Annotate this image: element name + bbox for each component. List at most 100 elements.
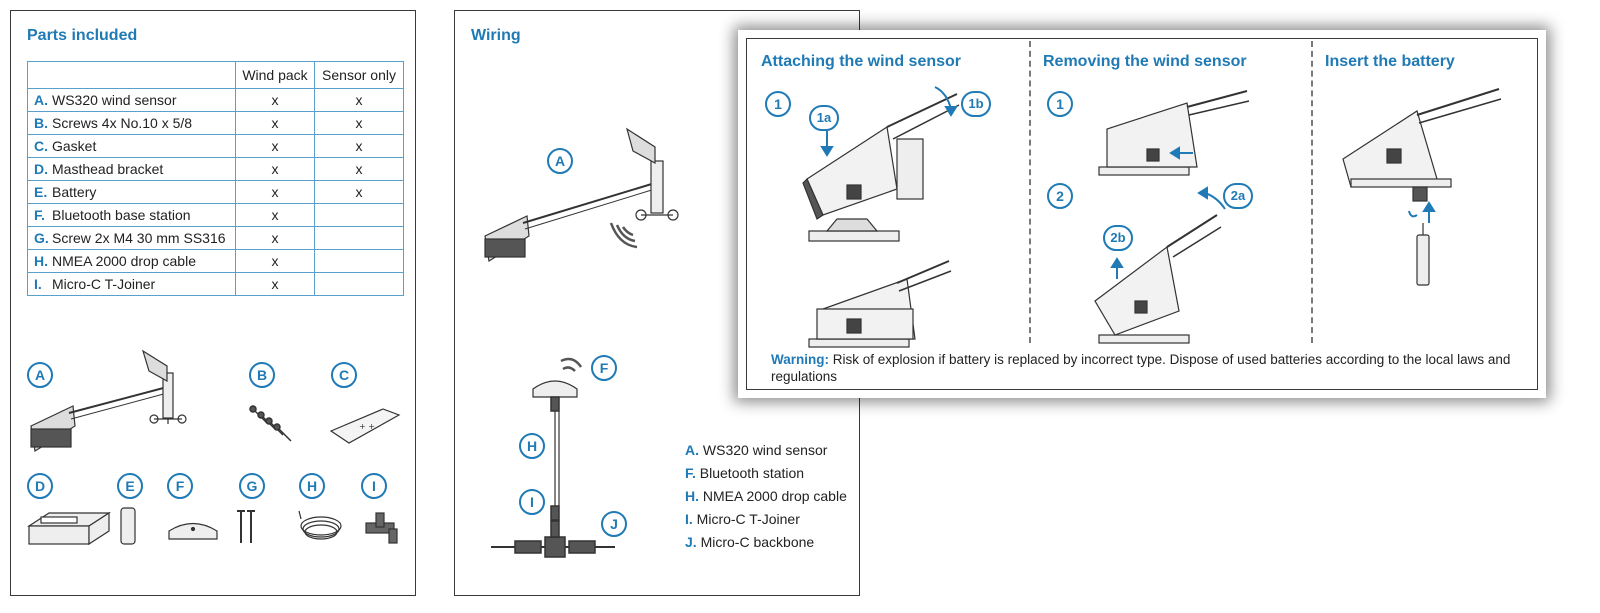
remove-step-2b-callout: 2b bbox=[1103, 225, 1133, 251]
part-name-cell: F.Bluetooth base station bbox=[27, 203, 236, 227]
step-1a-callout: 1a bbox=[809, 105, 839, 131]
battery-illustration bbox=[120, 507, 136, 545]
wiring-title: Wiring bbox=[471, 27, 521, 44]
part-letter: D. bbox=[34, 161, 48, 177]
bluetooth-station-illustration bbox=[168, 522, 218, 540]
curved-arrow-icon bbox=[934, 86, 958, 117]
instruction-illustrations bbox=[802, 86, 1502, 348]
part-name-cell: B.Screws 4x No.10 x 5/8 bbox=[27, 111, 236, 135]
wireless-signal-icon bbox=[609, 222, 638, 249]
legend-item: I. Micro-C T-Joiner bbox=[685, 511, 800, 527]
instructions-frame: Attaching the wind sensor Removing the w… bbox=[746, 38, 1538, 390]
part-name: Masthead bracket bbox=[52, 161, 164, 177]
m4-screws-illustration bbox=[237, 510, 255, 543]
part-name-cell: I. Micro-C T-Joiner bbox=[27, 272, 236, 296]
wind-pack-mark: x bbox=[235, 111, 315, 135]
parts-panel: Parts included Wind pack Sensor only A.W… bbox=[10, 10, 416, 596]
wiring-callout-j: J bbox=[601, 511, 627, 537]
warning-label: Warning: bbox=[771, 352, 829, 367]
gasket-illustration: + + bbox=[329, 408, 401, 444]
part-name: NMEA 2000 drop cable bbox=[52, 253, 196, 269]
battery-warning: Warning: Risk of explosion if battery is… bbox=[771, 351, 1531, 385]
curved-arrow-icon bbox=[1197, 186, 1226, 210]
battery-insert-illustration bbox=[1342, 88, 1502, 286]
legend-item: J. Micro-C backbone bbox=[685, 534, 815, 550]
header-wind-pack: Wind pack bbox=[235, 61, 315, 89]
part-name-cell: H.NMEA 2000 drop cable bbox=[27, 249, 236, 273]
attach-sensor-illustration bbox=[802, 93, 960, 242]
table-row: I. Micro-C T-Joiner x bbox=[27, 272, 404, 296]
left-arrow-icon bbox=[1169, 146, 1193, 160]
callout-g: G bbox=[239, 473, 265, 499]
part-name-cell: D.Masthead bracket bbox=[27, 157, 236, 181]
part-name: Battery bbox=[52, 184, 97, 200]
part-letter: G. bbox=[34, 230, 49, 246]
lift-sensor-illustration bbox=[1094, 214, 1222, 344]
parts-table: Wind pack Sensor only A.WS320 wind senso… bbox=[27, 61, 404, 296]
part-name: Gasket bbox=[52, 138, 97, 154]
wiring-callout-i: I bbox=[519, 489, 545, 515]
callout-f: F bbox=[167, 473, 193, 499]
callout-i: I bbox=[361, 473, 387, 499]
callout-e: E bbox=[117, 473, 143, 499]
legend-item: H. NMEA 2000 drop cable bbox=[685, 488, 847, 504]
remove-title: Removing the wind sensor bbox=[1043, 53, 1247, 70]
wiring-callout-a: A bbox=[547, 148, 573, 174]
part-name: Bluetooth base station bbox=[52, 207, 191, 223]
callout-b: B bbox=[249, 362, 275, 388]
svg-text:+ +: + + bbox=[359, 422, 375, 431]
drop-cable-illustration bbox=[550, 396, 560, 521]
bluetooth-signal-icon bbox=[560, 357, 583, 372]
callout-c: C bbox=[331, 362, 357, 388]
wiring-bluetooth-station-illustration bbox=[532, 380, 578, 398]
part-name-cell: C.Gasket bbox=[27, 134, 236, 158]
part-name: Screws 4x No.10 x 5/8 bbox=[52, 115, 193, 131]
part-letter: I. bbox=[34, 276, 42, 292]
part-letter: H. bbox=[34, 253, 48, 269]
legend-item: F. Bluetooth station bbox=[685, 465, 805, 481]
up-arrow-icon bbox=[1110, 257, 1124, 279]
backbone-illustration bbox=[491, 520, 615, 558]
wind-pack-mark: x bbox=[235, 272, 315, 296]
part-letter: A. bbox=[34, 92, 48, 108]
part-name-cell: A.WS320 wind sensor bbox=[27, 88, 236, 112]
callout-h: H bbox=[299, 473, 325, 499]
sensor-only-mark bbox=[314, 272, 404, 296]
screws-illustration bbox=[249, 405, 292, 442]
section-divider bbox=[1311, 41, 1313, 343]
battery-arrow-icon bbox=[1408, 201, 1436, 223]
part-name: Micro-C T-Joiner bbox=[52, 276, 156, 292]
wind-pack-mark: x bbox=[235, 203, 315, 227]
wiring-callout-h: H bbox=[519, 433, 545, 459]
step-1-callout: 1 bbox=[765, 91, 791, 117]
sensor-only-mark: x bbox=[314, 88, 404, 112]
legend-item: A. WS320 wind sensor bbox=[685, 442, 828, 458]
wind-pack-mark: x bbox=[235, 157, 315, 181]
bracket-illustration bbox=[26, 511, 112, 546]
header-blank bbox=[27, 61, 236, 89]
table-header-row: Wind pack Sensor only bbox=[27, 61, 404, 89]
sensor-only-mark bbox=[314, 249, 404, 273]
sensor-only-mark bbox=[314, 203, 404, 227]
remove-sensor-illustration bbox=[1098, 90, 1250, 176]
part-name-cell: E.Battery bbox=[27, 180, 236, 204]
sensor-only-mark: x bbox=[314, 134, 404, 158]
instructions-overlay: Attaching the wind sensor Removing the w… bbox=[738, 30, 1546, 398]
down-arrow-icon bbox=[820, 131, 834, 157]
cable-coil-illustration bbox=[298, 510, 342, 540]
part-name: WS320 wind sensor bbox=[52, 92, 177, 108]
part-letter: B. bbox=[34, 115, 48, 131]
callout-d: D bbox=[27, 473, 53, 499]
warning-text: Risk of explosion if battery is replaced… bbox=[771, 352, 1511, 384]
battery-title: Insert the battery bbox=[1325, 53, 1455, 70]
section-divider bbox=[1029, 41, 1031, 343]
parts-title: Parts included bbox=[27, 27, 138, 44]
wind-pack-mark: x bbox=[235, 180, 315, 204]
remove-step-2a-callout: 2a bbox=[1223, 183, 1253, 209]
wiring-wind-sensor-illustration bbox=[484, 127, 679, 262]
